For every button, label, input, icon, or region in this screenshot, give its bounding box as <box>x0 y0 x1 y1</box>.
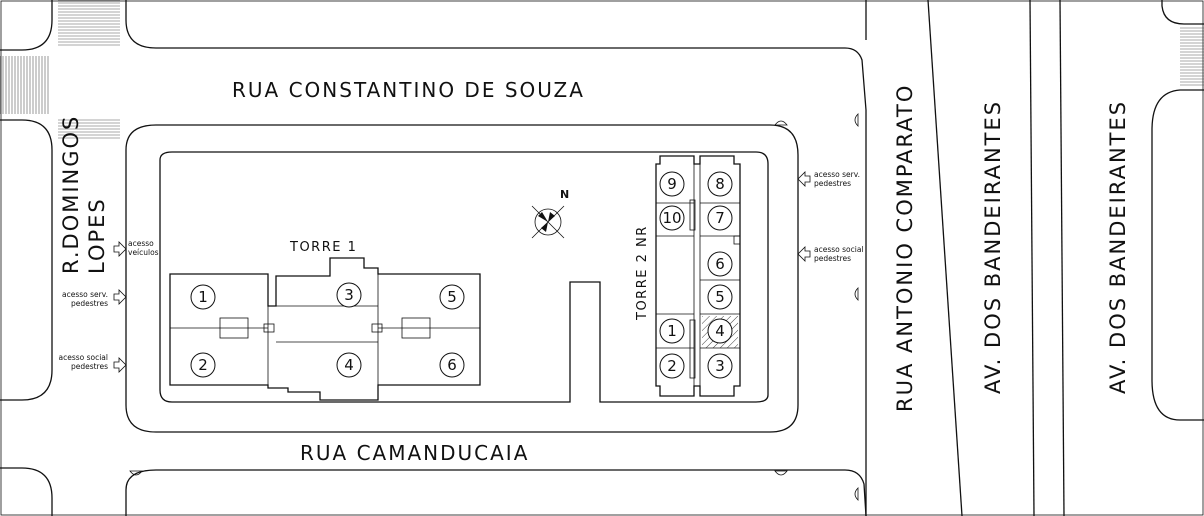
torre-1-unit-5-number: 5 <box>447 288 457 306</box>
torre-2-outline <box>655 155 741 397</box>
torre-2-unit-7-number: 7 <box>715 209 725 227</box>
svg-text:pedestres: pedestres <box>814 179 851 188</box>
torre-1-unit-2-number: 2 <box>198 356 208 374</box>
torre-1: TORRE 1 1 2 3 4 5 6 <box>169 240 481 401</box>
torre-1-label: TORRE 1 <box>289 240 357 255</box>
svg-text:acesso social: acesso social <box>58 353 108 362</box>
torre-1-unit-2: 2 <box>190 352 216 378</box>
arrow-left-icon <box>797 171 811 187</box>
svg-text:pedestres: pedestres <box>71 299 108 308</box>
torre-1-unit-4: 4 <box>336 352 362 378</box>
torre-1-unit-6-number: 6 <box>447 356 457 374</box>
torre-2-unit-6: 6 <box>707 251 733 277</box>
access-social-pedestres-left: acesso social pedestres <box>58 353 127 373</box>
torre-1-outline <box>169 257 481 401</box>
torre-2-unit-7: 7 <box>707 205 733 231</box>
arrow-right-icon <box>113 289 127 305</box>
street-bandeirantes-2: AV. DOS BANDEIRANTES <box>1106 100 1130 394</box>
street-domingos-line2: LOPES <box>85 197 109 274</box>
torre-2-unit-1: 1 <box>659 318 685 344</box>
torre-2-unit-9-number: 9 <box>667 175 677 193</box>
torre-1-unit-3-number: 3 <box>344 286 354 304</box>
access-veiculos: acesso veículos <box>113 239 159 257</box>
street-domingos-line1: R.DOMINGOS <box>59 115 83 274</box>
street-constantino-de-souza: RUA CONSTANTINO DE SOUZA <box>232 78 585 102</box>
north-label: N <box>560 188 569 201</box>
torre-2-unit-2: 2 <box>659 353 685 379</box>
north-arrow-icon: N <box>531 188 569 239</box>
arrow-right-icon <box>113 241 127 257</box>
torre-2-unit-10-number: 10 <box>662 209 681 227</box>
svg-text:acesso: acesso <box>128 239 154 248</box>
arrow-left-icon <box>797 246 811 262</box>
torre-1-unit-4-number: 4 <box>344 356 354 374</box>
torre-1-unit-6: 6 <box>439 352 465 378</box>
torre-2-unit-10: 10 <box>659 205 685 231</box>
svg-text:veículos: veículos <box>128 248 159 257</box>
access-serv-pedestres-right: acesso serv. pedestres <box>797 170 860 188</box>
torre-2-unit-4-number: 4 <box>715 322 725 340</box>
torre-2-unit-4: 4 <box>707 318 733 344</box>
torre-1-unit-5: 5 <box>439 284 465 310</box>
street-antonio-comparato: RUA ANTONIO COMPARATO <box>893 84 917 412</box>
svg-text:pedestres: pedestres <box>814 254 851 263</box>
lot-boundary <box>159 151 769 403</box>
torre-2-unit-2-number: 2 <box>667 357 677 375</box>
torre-2-nr: TORRE 2 NR 9 8 10 7 6 5 1 4 2 3 <box>635 155 741 397</box>
torre-1-unit-1-number: 1 <box>198 288 208 306</box>
torre-2-unit-3-number: 3 <box>715 357 725 375</box>
curb-markers <box>129 113 859 501</box>
torre-2-unit-8-number: 8 <box>715 175 725 193</box>
torre-1-unit-3: 3 <box>336 282 362 308</box>
torre-2-unit-1-number: 1 <box>667 322 677 340</box>
arrow-right-icon <box>113 357 127 373</box>
torre-2-label: TORRE 2 NR <box>635 225 650 321</box>
torre-2-unit-9: 9 <box>659 171 685 197</box>
access-social-pedestres-right: acesso social pedestres <box>797 245 864 263</box>
torre-2-unit-6-number: 6 <box>715 255 725 273</box>
torre-1-unit-1: 1 <box>190 284 216 310</box>
svg-text:acesso social: acesso social <box>814 245 864 254</box>
torre-2-unit-5: 5 <box>707 284 733 310</box>
access-serv-pedestres-left: acesso serv. pedestres <box>62 289 127 308</box>
crosswalks <box>0 0 1204 139</box>
street-bandeirantes-1: AV. DOS BANDEIRANTES <box>981 100 1005 394</box>
svg-text:acesso serv.: acesso serv. <box>62 290 108 299</box>
torre-2-unit-3: 3 <box>707 353 733 379</box>
street-camanducaia: RUA CAMANDUCAIA <box>300 441 529 465</box>
svg-text:acesso serv.: acesso serv. <box>814 170 860 179</box>
torre-2-unit-5-number: 5 <box>715 288 725 306</box>
svg-text:pedestres: pedestres <box>71 362 108 371</box>
torre-2-unit-8: 8 <box>707 171 733 197</box>
